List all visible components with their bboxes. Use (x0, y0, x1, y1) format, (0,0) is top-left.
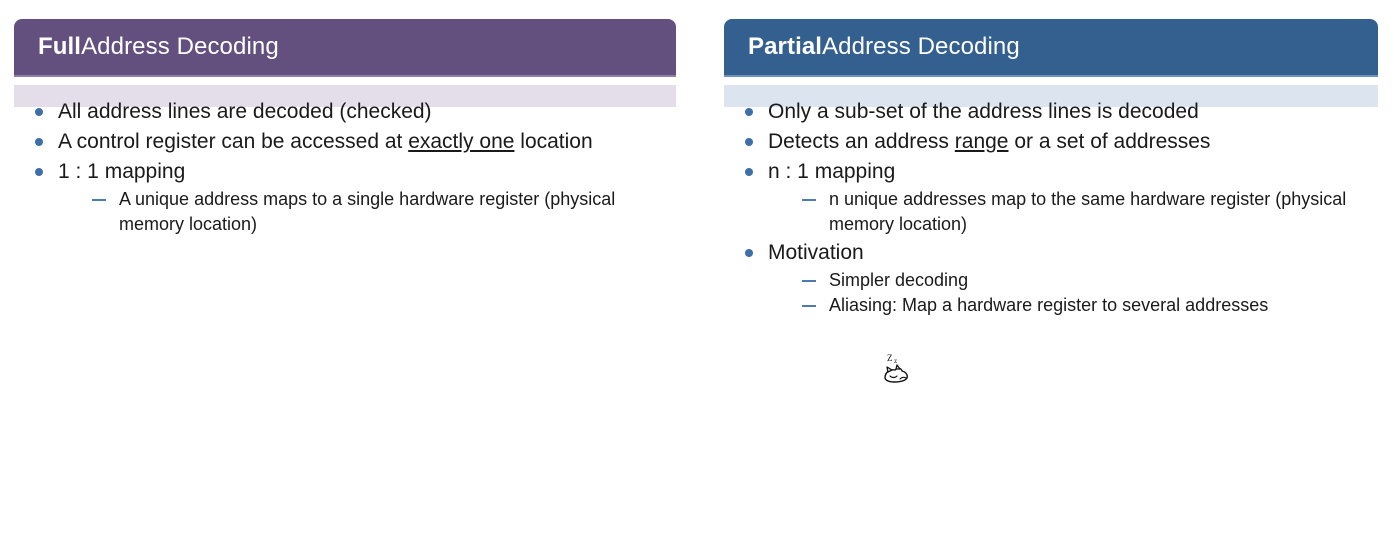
bullet-text: Detects an address range or a set of add… (768, 130, 1210, 153)
bullet-text: 1 : 1 mapping (58, 160, 185, 183)
plain-text: Detects an address (768, 130, 955, 153)
bullet-text: A control register can be accessed at ex… (58, 130, 593, 153)
svg-text:z: z (894, 357, 897, 365)
sub-bullet-text: A unique address maps to a single hardwa… (119, 189, 616, 234)
sub-list-item: Aliasing: Map a hardware register to sev… (798, 293, 1360, 318)
list-item: Detects an address range or a set of add… (734, 127, 1360, 156)
sub-list-item: A unique address maps to a single hardwa… (88, 187, 658, 237)
panel-body-full: All address lines are decoded (checked) … (14, 85, 676, 234)
bullet-text: Only a sub-set of the address lines is d… (768, 100, 1199, 123)
panel-header-full: Full Address Decoding (14, 19, 676, 75)
emphasised-text: range (954, 130, 1009, 153)
bullet-dot-icon (745, 108, 753, 116)
bullet-list-partial: Only a sub-set of the address lines is d… (734, 97, 1360, 318)
panel-header-partial: Partial Address Decoding (724, 19, 1378, 75)
bullet-dot-icon (35, 168, 43, 176)
panel-header-rest-full: Address Decoding (81, 33, 279, 60)
panel-header-rule-full (14, 75, 676, 77)
list-item: n : 1 mapping n unique addresses map to … (734, 157, 1360, 237)
plain-text: Motivation (768, 241, 864, 264)
list-item: Only a sub-set of the address lines is d… (734, 97, 1360, 126)
sub-bullet-list: n unique addresses map to the same hardw… (768, 187, 1360, 237)
dash-bullet-icon (802, 199, 816, 201)
sub-bullet-text: Aliasing: Map a hardware register to sev… (829, 295, 1269, 315)
svg-text:Z: Z (887, 353, 893, 363)
panel-header-strong-partial: Partial (748, 33, 823, 60)
panel-header-rule-partial (724, 75, 1378, 77)
sub-bullet-list: Simpler decoding Aliasing: Map a hardwar… (768, 268, 1360, 318)
bullet-list-full: All address lines are decoded (checked) … (24, 97, 658, 237)
bullet-text: All address lines are decoded (checked) (58, 100, 432, 123)
list-item: 1 : 1 mapping A unique address maps to a… (24, 157, 658, 237)
emphasised-text: exactly one (408, 130, 515, 153)
list-item: Motivation Simpler decoding Aliasing: Ma… (734, 238, 1360, 318)
bullet-dot-icon (745, 168, 753, 176)
dash-bullet-icon (802, 280, 816, 282)
plain-text: All address lines are decoded (checked) (58, 100, 432, 123)
bullet-text: Motivation (768, 241, 864, 264)
sleeping-cat-cursor-icon: Z z (878, 352, 918, 392)
panel-body-partial: Only a sub-set of the address lines is d… (724, 85, 1378, 315)
plain-text: n : 1 mapping (768, 160, 896, 183)
bullet-text: n : 1 mapping (768, 160, 895, 183)
bullet-dot-icon (35, 108, 43, 116)
dash-bullet-icon (802, 305, 816, 307)
dash-bullet-icon (92, 199, 106, 201)
panel-header-strong-full: Full (38, 33, 82, 60)
plain-text: Only a sub-set of the address lines is d… (768, 100, 1199, 123)
plain-text: A control register can be accessed at (58, 130, 409, 153)
panel-header-rest-partial: Address Decoding (822, 33, 1020, 60)
sub-list-item: n unique addresses map to the same hardw… (798, 187, 1360, 237)
sub-bullet-text: Simpler decoding (829, 270, 969, 290)
sub-list-item: Simpler decoding (798, 268, 1360, 293)
plain-text: location (514, 130, 593, 153)
sub-bullet-text: n unique addresses map to the same hardw… (829, 189, 1347, 234)
sub-bullet-list: A unique address maps to a single hardwa… (58, 187, 658, 237)
bullet-dot-icon (35, 138, 43, 146)
bullet-dot-icon (745, 249, 753, 257)
list-item: All address lines are decoded (checked) (24, 97, 658, 126)
plain-text: 1 : 1 mapping (58, 160, 186, 183)
plain-text: or a set of addresses (1008, 130, 1211, 153)
list-item: A control register can be accessed at ex… (24, 127, 658, 156)
bullet-dot-icon (745, 138, 753, 146)
